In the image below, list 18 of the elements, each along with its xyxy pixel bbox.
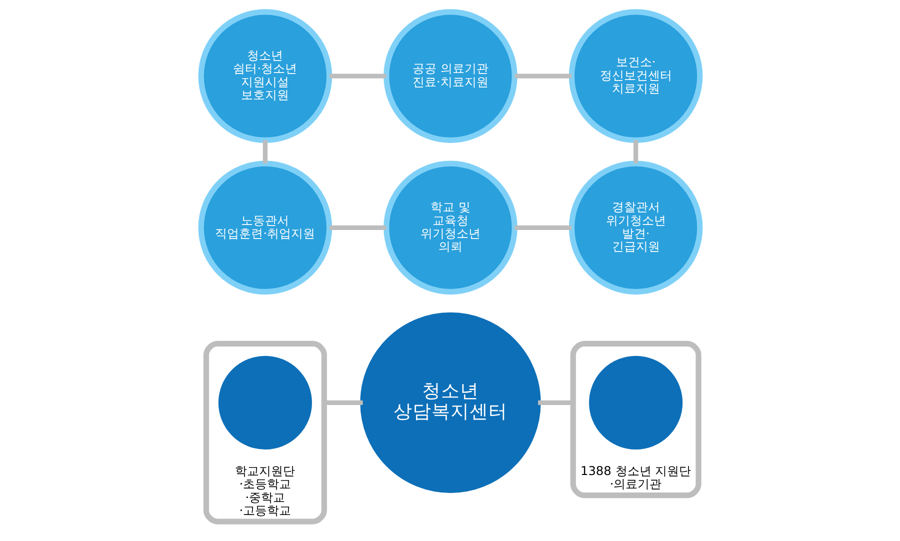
node-circle: 학교 및 교육청 위기청소년 의뢰 — [383, 160, 517, 295]
node-circle: 공공 의료기관 진료·치료지원 — [383, 9, 517, 143]
node-circle: 노동관서 직업훈련·취업지원 — [198, 160, 332, 295]
node-circle: 경찰관서 위기청소년 발견· 긴급지원 — [568, 160, 702, 295]
cluster: 학교지원단 ·초등학교 ·중학교 ·고등학교 — [202, 340, 326, 524]
connector — [262, 140, 268, 164]
connector — [514, 225, 571, 230]
connector — [514, 74, 571, 78]
connector — [538, 400, 573, 406]
node-circle: 보건소· 정신보건센터 치료지원 — [568, 9, 702, 143]
node-circle: 청소년 쉼터·청소년 지원시설 보호지원 — [198, 9, 332, 143]
node-circle — [588, 356, 682, 450]
node-circle: 청소년 상담복지센터 — [360, 312, 540, 493]
connector — [632, 140, 638, 164]
connector — [329, 225, 386, 230]
cluster: 1388 청소년 지원단 ·의료기관 — [570, 340, 701, 498]
node-circle — [218, 356, 312, 450]
connector — [329, 74, 386, 78]
